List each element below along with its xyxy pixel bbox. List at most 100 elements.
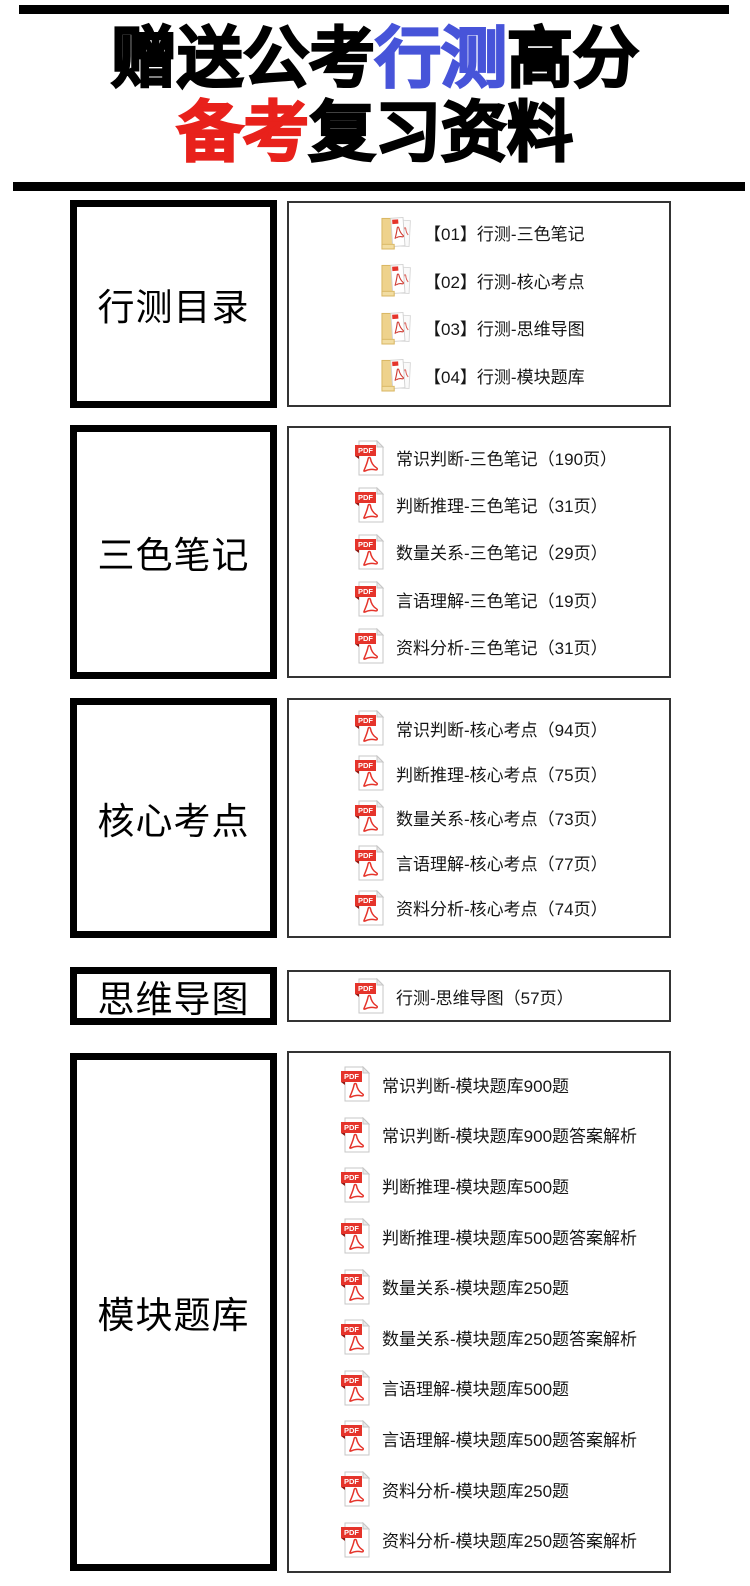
file-item[interactable]: PDF 常识判断-模块题库900题 xyxy=(289,1066,669,1102)
file-name: 【03】行测-思维导图 xyxy=(424,320,585,340)
file-name: 【02】行测-核心考点 xyxy=(424,272,585,292)
section-label: 核心考点 xyxy=(97,802,250,843)
file-item[interactable]: PDF 资料分析-模块题库250题 xyxy=(289,1471,669,1507)
pdf-banner-label: PDF xyxy=(344,1325,359,1334)
section-label-box: 行测目录 xyxy=(70,200,277,408)
file-item[interactable]: PDF 言语理解-模块题库500题 xyxy=(289,1369,669,1406)
section-label: 行测目录 xyxy=(97,288,250,329)
section-row: 模块题库 PDF 常识判断-模块题库900题 PDF xyxy=(70,1051,750,1573)
pdf-banner-label: PDF xyxy=(344,1477,359,1486)
pdf-banner-label: PDF xyxy=(344,1427,359,1436)
file-item[interactable]: PDF 数量关系-模块题库250题答案解析 xyxy=(289,1319,669,1355)
section-row: 三色笔记 PDF 常识判断-三色笔记（190页） PDF xyxy=(70,425,750,679)
pdf-banner-label: PDF xyxy=(344,1174,359,1183)
pdf-file-icon: PDF xyxy=(355,581,385,617)
pdf-banner-label: PDF xyxy=(358,635,373,644)
pdf-file-icon: PDF xyxy=(341,1268,371,1305)
file-item[interactable]: PDF 数量关系-核心考点（73页） xyxy=(289,799,669,836)
file-item[interactable]: PDF 判断推理-核心考点（75页） xyxy=(289,755,669,791)
file-name: 数量关系-核心考点（73页） xyxy=(396,810,608,830)
pdf-file-icon: PDF xyxy=(341,1116,371,1153)
file-item[interactable]: 【01】行测-三色笔记 xyxy=(289,214,669,252)
pdf-file-icon: PDF xyxy=(355,628,385,664)
file-name: 言语理解-核心考点（77页） xyxy=(396,855,608,875)
file-item[interactable]: PDF 资料分析-三色笔记（31页） xyxy=(289,628,669,664)
pdf-file-icon: PDF xyxy=(341,1420,371,1456)
pdf-banner-label: PDF xyxy=(358,761,373,770)
pdf-banner-label: PDF xyxy=(358,446,373,455)
pdf-banner-label: PDF xyxy=(358,896,373,905)
file-name: 资料分析-模块题库250题 xyxy=(382,1481,570,1501)
section-row: 行测目录 【01】行测-三色笔记 xyxy=(70,200,750,408)
pdf-banner-label: PDF xyxy=(344,1528,359,1537)
pdf-banner-label: PDF xyxy=(358,587,373,596)
pdf-file-icon: PDF xyxy=(355,710,385,746)
file-item[interactable]: PDF 言语理解-模块题库500题答案解析 xyxy=(289,1420,669,1456)
file-name: 数量关系-模块题库250题答案解析 xyxy=(382,1329,638,1349)
file-name: 常识判断-三色笔记（190页） xyxy=(396,450,618,470)
file-name: 行测-思维导图（57页） xyxy=(396,988,574,1008)
pdf-banner-label: PDF xyxy=(358,984,373,993)
pdf-folder-icon xyxy=(381,261,413,299)
file-item[interactable]: PDF 资料分析-模块题库250题答案解析 xyxy=(289,1521,669,1558)
section-label-box: 三色笔记 xyxy=(70,425,277,679)
section-file-list: 【01】行测-三色笔记 【02】行测-核心考点 xyxy=(287,201,671,407)
file-name: 常识判断-模块题库900题答案解析 xyxy=(382,1127,638,1147)
title-segment: 赠送公考 xyxy=(110,20,376,96)
file-item[interactable]: 【03】行测-思维导图 xyxy=(289,309,669,347)
file-item[interactable]: PDF 判断推理-三色笔记（31页） xyxy=(289,486,669,523)
pdf-banner-label: PDF xyxy=(358,540,373,549)
file-item[interactable]: PDF 行测-思维导图（57页） xyxy=(289,978,669,1014)
pdf-banner-label: PDF xyxy=(344,1072,359,1081)
file-item[interactable]: PDF 判断推理-模块题库500题答案解析 xyxy=(289,1218,669,1254)
file-item[interactable]: PDF 判断推理-模块题库500题 xyxy=(289,1167,669,1203)
pdf-file-icon: PDF xyxy=(341,1066,371,1102)
file-item[interactable]: PDF 言语理解-三色笔记（19页） xyxy=(289,581,669,617)
file-item[interactable]: PDF 资料分析-核心考点（74页） xyxy=(289,889,669,926)
file-item[interactable]: PDF 常识判断-三色笔记（190页） xyxy=(289,439,669,476)
pdf-file-icon: PDF xyxy=(341,1369,371,1406)
file-item[interactable]: PDF 常识判断-核心考点（94页） xyxy=(289,710,669,746)
title-segment: 备考 xyxy=(176,94,310,170)
pdf-banner-label: PDF xyxy=(358,851,373,860)
file-name: 判断推理-模块题库500题 xyxy=(382,1177,570,1197)
pdf-banner-label: PDF xyxy=(344,1224,359,1233)
section-file-list: PDF 行测-思维导图（57页） xyxy=(287,970,671,1022)
pdf-file-icon: PDF xyxy=(355,755,385,791)
file-item[interactable]: 【04】行测-模块题库 xyxy=(289,356,669,394)
file-name: 【01】行测-三色笔记 xyxy=(424,225,585,245)
file-item[interactable]: PDF 数量关系-模块题库250题 xyxy=(289,1268,669,1305)
section-label-box: 核心考点 xyxy=(70,698,277,938)
title-divider xyxy=(13,182,745,191)
file-name: 言语理解-模块题库500题 xyxy=(382,1380,570,1400)
file-item[interactable]: PDF 言语理解-核心考点（77页） xyxy=(289,844,669,881)
page: 赠送公考行测高分备考复习资料 行测目录 【01】行测-三色笔记 xyxy=(0,5,750,1573)
section-label: 三色笔记 xyxy=(97,536,250,577)
pdf-banner-label: PDF xyxy=(344,1275,359,1284)
file-item[interactable]: PDF 常识判断-模块题库900题答案解析 xyxy=(289,1116,669,1153)
pdf-file-icon: PDF xyxy=(355,978,385,1014)
section-label-box: 模块题库 xyxy=(70,1053,277,1571)
file-name: 【04】行测-模块题库 xyxy=(424,367,585,387)
file-name: 资料分析-三色笔记（31页） xyxy=(396,638,608,658)
section-row: 核心考点 PDF 常识判断-核心考点（94页） PDF xyxy=(70,698,750,938)
section-label: 思维导图 xyxy=(97,980,250,1021)
pdf-file-icon: PDF xyxy=(355,486,385,523)
page-title: 赠送公考行测高分备考复习资料 xyxy=(0,20,750,170)
pdf-file-icon: PDF xyxy=(355,533,385,570)
file-name: 言语理解-模块题库500题答案解析 xyxy=(382,1430,638,1450)
file-name: 常识判断-模块题库900题 xyxy=(382,1076,570,1096)
pdf-banner-label: PDF xyxy=(358,806,373,815)
title-segment: 行测 xyxy=(374,20,508,96)
title-segment: 复习资料 xyxy=(308,94,574,170)
section-label: 模块题库 xyxy=(97,1296,250,1337)
pdf-file-icon: PDF xyxy=(355,439,385,476)
section-file-list: PDF 常识判断-三色笔记（190页） PDF 判断推理-三色笔记（31页） xyxy=(287,426,671,678)
pdf-file-icon: PDF xyxy=(341,1521,371,1558)
file-item[interactable]: 【02】行测-核心考点 xyxy=(289,261,669,299)
pdf-banner-label: PDF xyxy=(358,493,373,502)
file-item[interactable]: PDF 数量关系-三色笔记（29页） xyxy=(289,533,669,570)
pdf-banner-label: PDF xyxy=(358,717,373,726)
pdf-folder-icon xyxy=(381,214,413,252)
file-name: 资料分析-模块题库250题答案解析 xyxy=(382,1532,638,1552)
